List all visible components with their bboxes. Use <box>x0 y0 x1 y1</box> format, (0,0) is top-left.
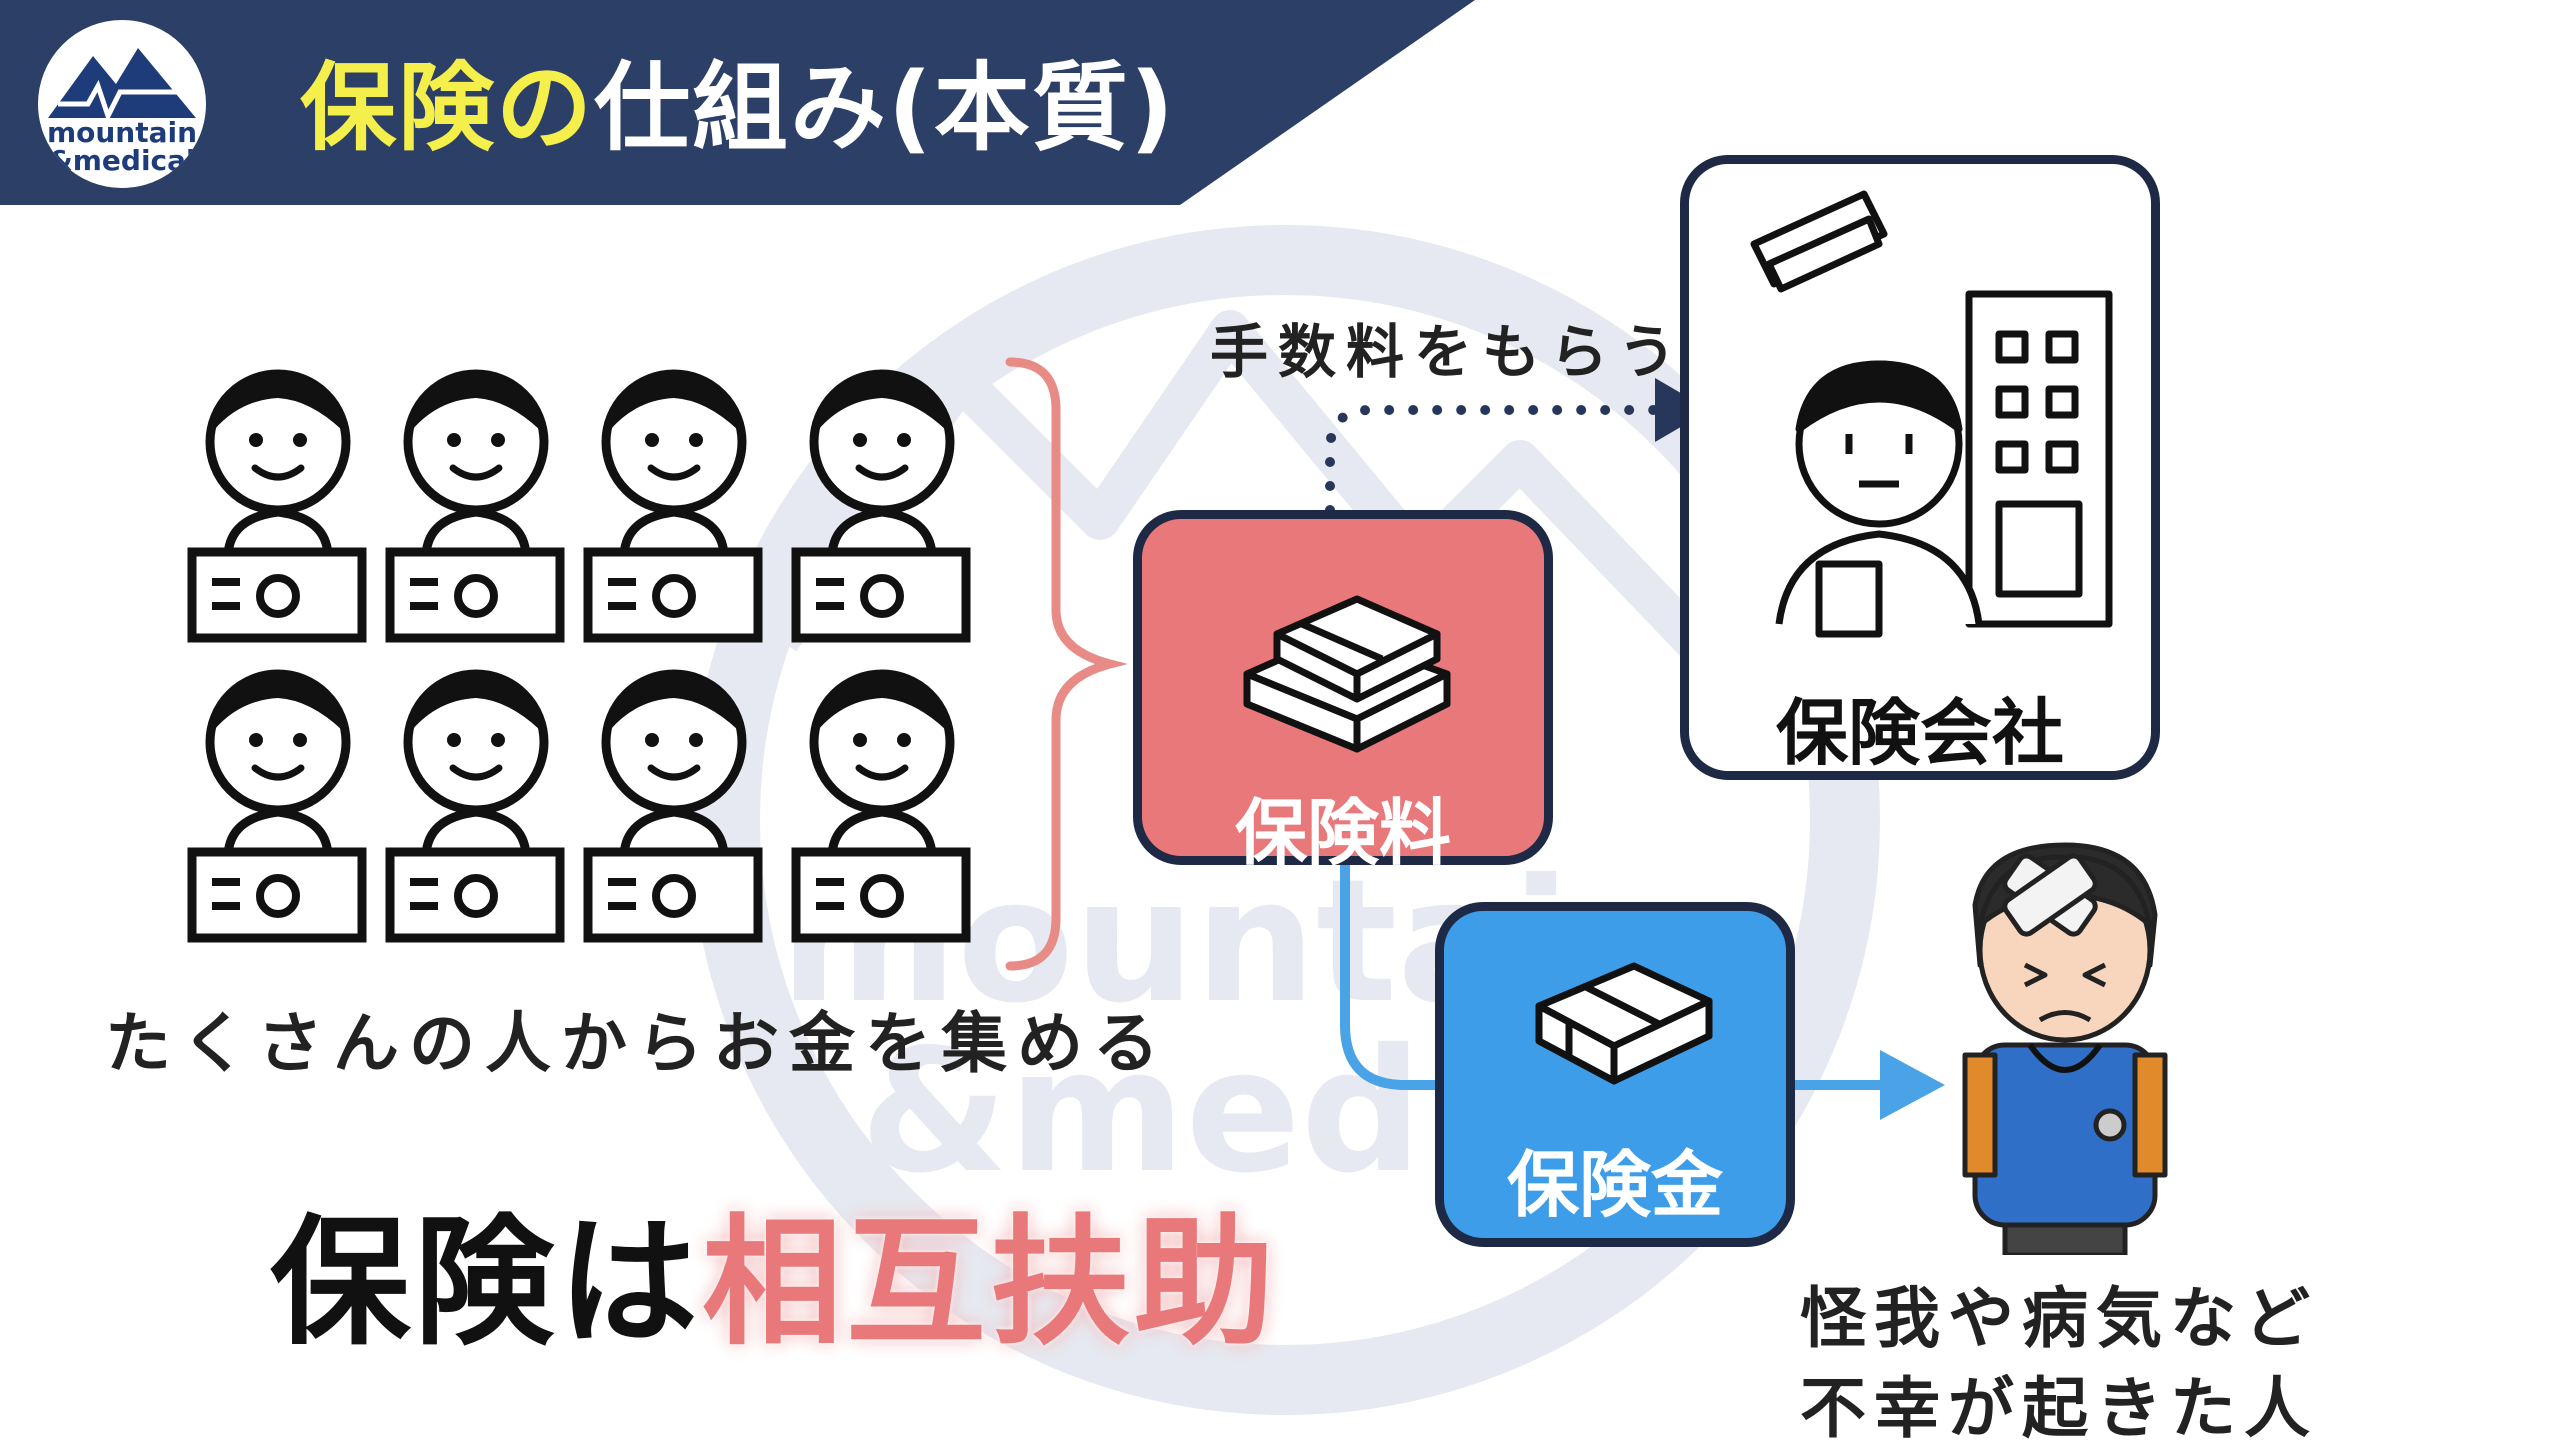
brand-logo: mountain &medical <box>32 14 212 194</box>
header-band <box>0 0 1475 205</box>
people-caption: たくさんの人からお金を集める <box>105 1005 1169 1082</box>
victim-line-2: 不幸が起きた人 <box>1800 1370 2318 1447</box>
premium-label: 保険料 <box>1234 791 1451 875</box>
logo-text-1: mountain <box>46 116 198 149</box>
mountain-icon <box>48 48 196 123</box>
tagline-black: 保険は <box>270 1202 703 1365</box>
bracket <box>1005 357 1128 971</box>
tagline-red: 相互扶助 <box>702 1202 1279 1365</box>
title-highlight: 保険の <box>300 52 594 164</box>
insurer-label: 保険会社 <box>1775 691 2064 775</box>
injured-person-illustration <box>1962 842 2168 1255</box>
victim-line-1: 怪我や病気など <box>1800 1280 2318 1357</box>
insurer-box: 保険会社 <box>1680 155 2160 780</box>
title-rest-2: (本質) <box>888 52 1176 164</box>
title-rest-1: 仕組み <box>594 52 888 164</box>
page-title: 保険の仕組み(本質) <box>300 30 1176 169</box>
payout-box: 保険金 <box>1435 902 1795 1247</box>
payout-label: 保険金 <box>1506 1143 1723 1227</box>
premium-box: 保険料 <box>1133 510 1553 875</box>
money-bundle-icon <box>1535 962 1713 1085</box>
commission-label: 手数料をもらう <box>1210 318 1687 386</box>
money-stack-icon <box>1243 595 1451 753</box>
tagline: 保険は相互扶助 <box>270 1170 1278 1372</box>
insurance-company-icon <box>1750 190 2113 638</box>
logo-text-2: &medical <box>48 144 196 177</box>
